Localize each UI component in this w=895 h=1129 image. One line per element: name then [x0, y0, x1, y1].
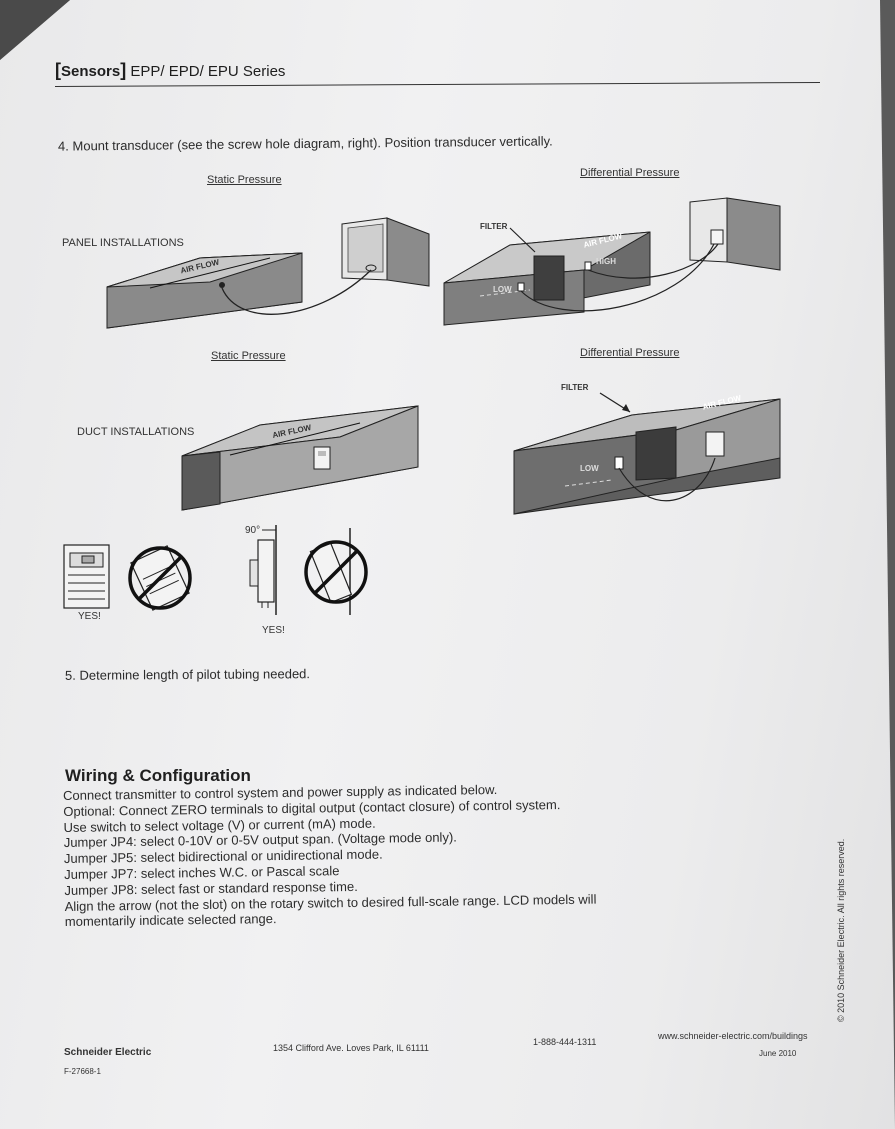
- device-tilted-no-icon: [128, 545, 192, 611]
- label-panel-installations: PANEL INSTALLATIONS: [62, 237, 184, 249]
- wiring-instructions: Connect transmitter to control system an…: [63, 779, 705, 930]
- step-5-text: 5. Determine length of pilot tubing need…: [64, 666, 311, 683]
- label-differential-pressure-duct: Differential Pressure: [580, 347, 680, 359]
- document-header: [Sensors] EPP/ EPD/ EPU Series: [55, 60, 820, 81]
- yes-label-1: YES!: [78, 611, 101, 622]
- page-fold-shadow: [0, 0, 70, 60]
- angle-label: 90°: [245, 525, 261, 536]
- footer-company: Schneider Electric: [64, 1047, 152, 1058]
- footer-website: www.schneider-electric.com/buildings: [658, 1031, 808, 1041]
- header-category: Sensors: [61, 63, 121, 80]
- footer-address: 1354 Clifford Ave. Loves Park, IL 61111: [273, 1043, 429, 1053]
- low-label-2: LOW: [580, 464, 599, 473]
- device-upright-icon: [63, 544, 110, 609]
- footer-phone: 1-888-444-1311: [533, 1037, 597, 1047]
- device-side-tilted-no-icon: [304, 528, 368, 615]
- header-bracket-open: [: [55, 60, 61, 80]
- wiring-title: Wiring & Configuration: [65, 766, 251, 785]
- header-bracket-close: ]: [120, 60, 127, 80]
- low-label-1: LOW: [493, 285, 512, 294]
- label-static-pressure-duct: Static Pressure: [211, 350, 286, 362]
- filter-label-1: FILTER: [480, 222, 508, 231]
- header-series: EPP/ EPD/ EPU Series: [130, 63, 286, 80]
- footer-doc-number: F-27668-1: [64, 1067, 101, 1076]
- label-static-pressure-panel: Static Pressure: [207, 174, 282, 186]
- filter-label-2: FILTER: [561, 383, 589, 392]
- high-label-1: HIGH: [596, 257, 616, 266]
- yes-label-2: YES!: [262, 625, 285, 636]
- label-duct-installations: DUCT INSTALLATIONS: [77, 426, 195, 438]
- label-differential-pressure-panel: Differential Pressure: [580, 167, 680, 179]
- footer-copyright: © 2010 Schneider Electric. All rights re…: [836, 838, 846, 1022]
- device-side-upright-icon: [249, 525, 277, 615]
- footer-date: June 2010: [759, 1049, 797, 1058]
